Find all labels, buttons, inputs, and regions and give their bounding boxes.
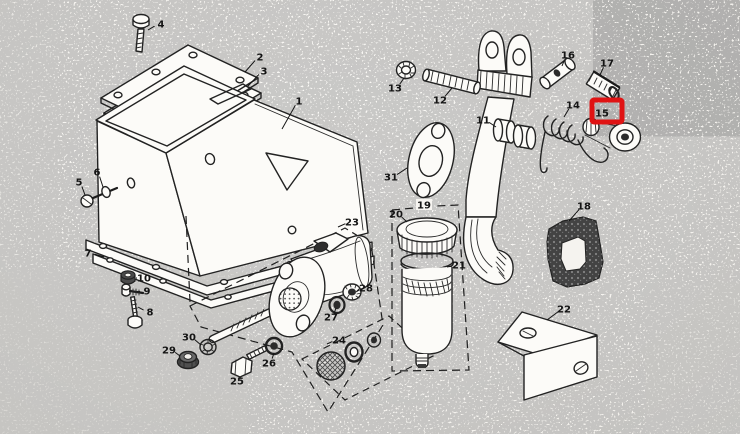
master-cylinder-dashed-box-23: [185, 215, 384, 414]
reservoir-jar-drawing: [401, 267, 453, 368]
nut-10-drawing: [120, 270, 136, 285]
part-number-labels-layer: 1234567891011121314151617181920212223242…: [76, 20, 614, 388]
leader-line-17: [599, 67, 604, 76]
nut-28-drawing: [342, 283, 362, 301]
part-label-8: 8: [147, 308, 154, 319]
flange-gasket-31-drawing: [407, 122, 455, 199]
pedal-box-housing-1-drawing: [85, 65, 373, 296]
leader-line-6: [99, 176, 104, 188]
screw-5-washer-6-drawing: [80, 185, 119, 208]
part-label-20: 20: [389, 210, 403, 221]
part-label-21: 21: [452, 261, 466, 272]
bracket-22-drawing: [497, 311, 598, 401]
leader-line-13: [399, 77, 405, 85]
leader-line-8: [137, 306, 144, 311]
part-label-2: 2: [257, 53, 264, 64]
part-label-25: 25: [230, 377, 244, 388]
washer-30-drawing: [199, 338, 217, 356]
part-label-7: 7: [85, 249, 92, 260]
part-label-28: 28: [359, 284, 373, 295]
leader-line-21: [446, 265, 453, 268]
part-label-18: 18: [577, 202, 591, 213]
part-label-12: 12: [433, 96, 447, 107]
reservoir-dashed-box-19: [391, 204, 470, 372]
leader-line-28: [355, 289, 360, 293]
leader-line-22: [546, 311, 559, 321]
pedal-11-drawing: [462, 30, 537, 285]
part-label-24: 24: [332, 336, 346, 347]
nut-29-drawing: [176, 350, 200, 370]
leader-line-14: [563, 108, 570, 118]
clevis-pin-12-drawing: [422, 68, 481, 95]
highlight-box-part-15: [589, 97, 625, 125]
part-label-3: 3: [261, 67, 268, 78]
bushing-15-drawing: [582, 117, 642, 152]
part-label-23: 23: [345, 218, 359, 229]
leader-line-31: [396, 167, 408, 175]
return-spring-14-drawing: [539, 115, 609, 174]
leader-line-29: [174, 351, 181, 357]
bolt-9-drawing: [121, 283, 145, 297]
leader-line-5: [81, 186, 86, 196]
piston-dashed-box-24: [300, 315, 435, 401]
part-label-5: 5: [76, 178, 83, 189]
part-label-26: 26: [262, 359, 276, 370]
pedal-pivot-tubes: [492, 118, 537, 150]
leader-line-30: [194, 339, 202, 346]
part-label-30: 30: [182, 333, 196, 344]
part-label-27: 27: [324, 313, 338, 324]
leader-line-1: [281, 105, 296, 130]
part-label-15: 15: [595, 109, 609, 120]
leader-line-26: [271, 352, 275, 359]
part-label-19: 19: [417, 201, 431, 212]
label-backing-19: [416, 199, 432, 210]
leader-line-9: [136, 291, 141, 293]
pedal-box-assembly-drawing: [80, 13, 375, 329]
part-label-31: 31: [384, 173, 398, 184]
leader-line-20: [401, 216, 408, 223]
reservoir-assembly-drawing: [391, 204, 470, 372]
leader-line-3: [247, 74, 260, 87]
leader-line-2: [244, 60, 256, 73]
washer-27-drawing: [328, 295, 346, 315]
part-label-14: 14: [566, 101, 580, 112]
part-label-1: 1: [296, 97, 303, 108]
part-label-9: 9: [144, 287, 151, 298]
leader-line-7: [94, 253, 105, 258]
part-label-16: 16: [561, 51, 575, 62]
pedal-pad-drawing: [462, 216, 514, 285]
bolt-4-drawing: [132, 13, 150, 53]
nut-13-drawing: [395, 60, 417, 80]
master-cylinder-23-drawing: [208, 232, 373, 344]
leader-line-16: [561, 59, 566, 67]
leader-line-18: [568, 209, 580, 222]
leader-line-23: [337, 223, 346, 228]
reservoir-cap-20-drawing: [396, 217, 458, 259]
leader-line-24: [326, 341, 333, 345]
part-label-22: 22: [557, 305, 571, 316]
spacer-tube-16-drawing: [539, 57, 576, 90]
part-label-4: 4: [158, 20, 165, 31]
part-label-10: 10: [137, 274, 151, 285]
grommet-18-drawing: [546, 216, 604, 288]
piston-assembly-24-drawing: [316, 332, 382, 381]
leader-line-11: [488, 121, 497, 128]
part-label-17: 17: [600, 59, 614, 70]
bolt-8-drawing: [127, 296, 143, 329]
part-label-11: 11: [476, 116, 490, 127]
leader-line-4: [147, 25, 155, 31]
highlight-layer: [589, 97, 625, 125]
part-label-29: 29: [162, 346, 176, 357]
pushrod-ball-end: [278, 287, 302, 311]
part-label-6: 6: [94, 168, 101, 179]
leader-line-27: [333, 307, 337, 313]
leader-line-12: [444, 87, 453, 97]
part-label-13: 13: [388, 84, 402, 95]
